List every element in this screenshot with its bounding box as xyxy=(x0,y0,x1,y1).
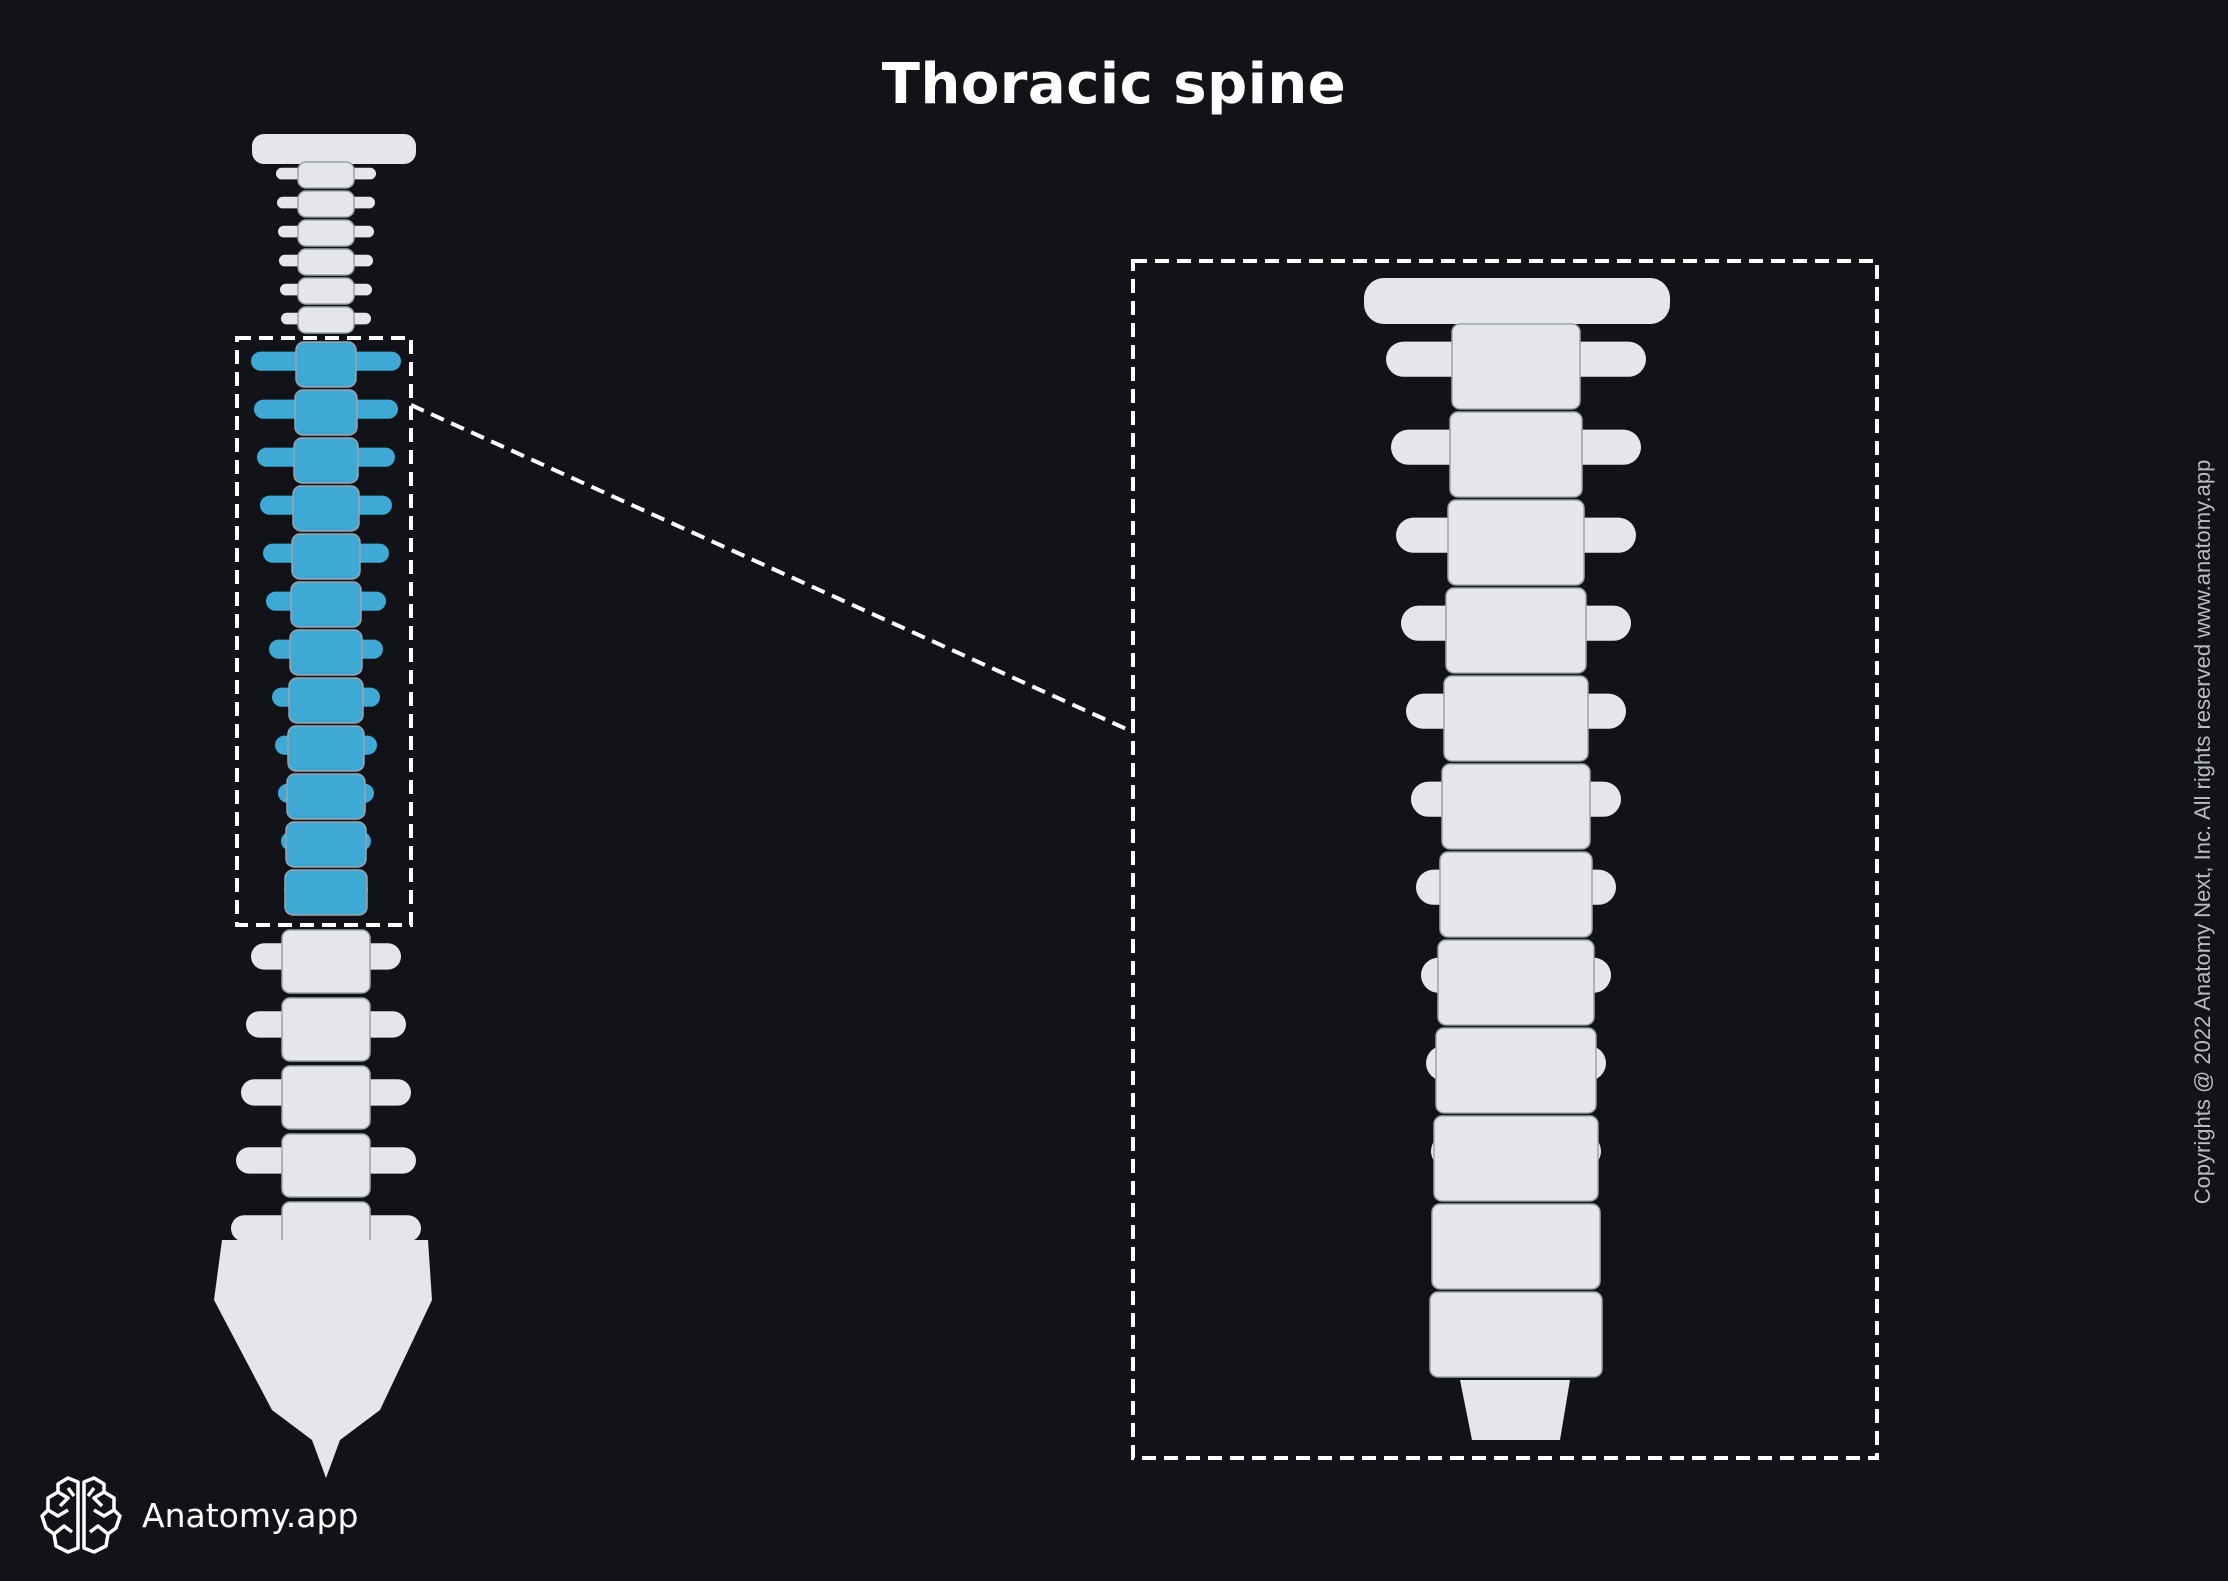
lumbar-vertebra xyxy=(246,997,406,1062)
thoracic-vertebra xyxy=(251,341,401,388)
page-title: Thoracic spine xyxy=(881,52,1347,117)
cervical-vertebra xyxy=(279,248,373,276)
thoracic-vertebra-detail xyxy=(1426,1027,1606,1114)
thoracic-vertebra-detail xyxy=(1416,851,1616,938)
zoom-connector-line xyxy=(410,403,1134,734)
copyright-text: Copyrights @ 2022 Anatomy Next, Inc. All… xyxy=(2190,459,2215,1205)
thoracic-vertebra xyxy=(275,725,377,772)
brand-name: Anatomy.app xyxy=(142,1495,359,1535)
zoom-detail-box xyxy=(1131,259,1879,1460)
thoracic-highlight-box xyxy=(235,336,413,927)
t1-vertebra xyxy=(1364,278,1670,324)
atlas-vertebra xyxy=(252,134,416,164)
thoracic-spine-detail-figure xyxy=(1364,278,1670,1440)
thoracic-vertebra xyxy=(272,677,380,724)
thoracic-vertebra xyxy=(260,485,392,532)
lumbar-vertebra xyxy=(236,1133,416,1198)
thoracic-vertebra xyxy=(266,581,386,628)
cervical-vertebra xyxy=(280,277,372,305)
cervical-vertebra xyxy=(278,219,374,247)
thoracic-vertebra xyxy=(254,389,398,436)
thoracic-vertebra-detail xyxy=(1429,1291,1603,1378)
brain-icon xyxy=(40,1476,122,1554)
thoracic-vertebra-detail xyxy=(1431,1203,1601,1290)
thoracic-vertebra-detail xyxy=(1431,1115,1601,1202)
thoracic-vertebra-detail xyxy=(1401,587,1631,674)
lumbar-vertebra xyxy=(241,1065,411,1130)
thoracic-vertebra-detail xyxy=(1386,323,1646,410)
thoracic-vertebra-detail xyxy=(1411,763,1621,850)
brand-logo: Anatomy.app xyxy=(40,1476,358,1554)
thoracic-vertebra-detail xyxy=(1421,939,1611,1026)
thoracic-vertebra-detail xyxy=(1391,411,1641,498)
thoracic-vertebra xyxy=(284,869,368,916)
thoracic-vertebra xyxy=(278,773,374,820)
lumbar-vertebra xyxy=(251,929,401,994)
thoracic-vertebra xyxy=(269,629,383,676)
full-spine-figure xyxy=(214,134,432,1478)
thoracic-vertebra xyxy=(257,437,395,484)
cervical-vertebra xyxy=(276,161,376,189)
sacrum xyxy=(214,1240,432,1478)
thoracic-vertebra xyxy=(263,533,389,580)
thoracic-vertebra xyxy=(281,821,371,868)
thoracic-vertebra-detail xyxy=(1396,499,1636,586)
spinous-process xyxy=(1460,1380,1570,1440)
cervical-vertebra xyxy=(281,306,371,334)
thoracic-vertebra-detail xyxy=(1406,675,1626,762)
cervical-vertebra xyxy=(277,190,375,218)
